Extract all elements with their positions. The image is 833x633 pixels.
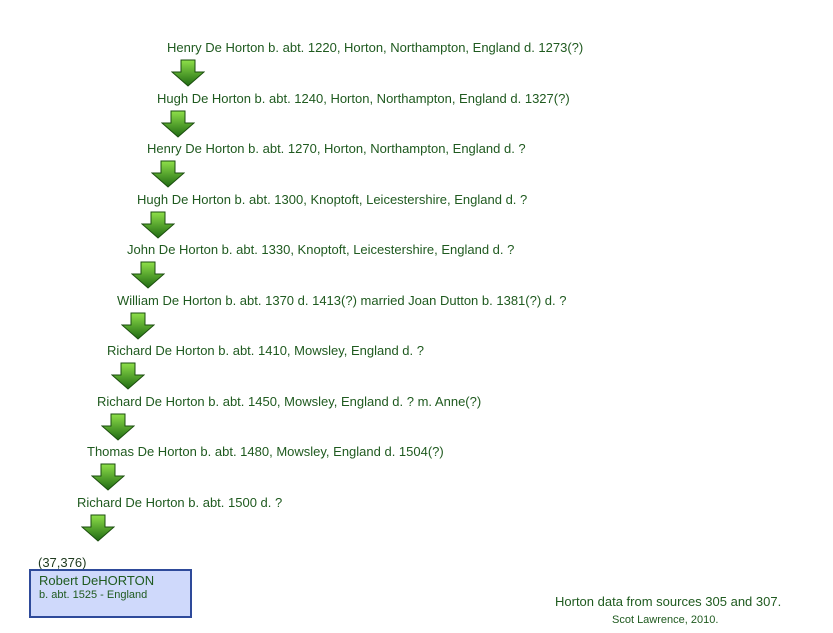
generation-label: William De Horton b. abt. 1370 d. 1413(?… — [117, 292, 567, 308]
generation-label: Richard De Horton b. abt. 1500 d. ? — [77, 494, 283, 510]
down-arrow-icon — [90, 463, 126, 491]
down-arrow-icon — [130, 261, 166, 289]
down-arrow-icon — [80, 514, 116, 542]
generation-label: Henry De Horton b. abt. 1220, Horton, No… — [167, 40, 584, 55]
down-arrow-icon — [160, 110, 196, 138]
person-name: Robert DeHORTON — [39, 573, 155, 588]
person-id: (37,376) — [38, 555, 87, 570]
generation-label: Hugh De Horton b. abt. 1300, Knoptoft, L… — [137, 191, 528, 207]
generation-label: John De Horton b. abt. 1330, Knoptoft, L… — [127, 242, 515, 257]
generation-label: Richard De Horton b. abt. 1450, Mowsley,… — [97, 393, 482, 409]
down-arrow-icon — [140, 211, 176, 239]
down-arrow-icon — [120, 312, 156, 340]
down-arrow-icon — [150, 160, 186, 188]
person-info: b. abt. 1525 - England — [39, 589, 148, 601]
credit-note: Scot Lawrence, 2010. — [612, 614, 719, 626]
down-arrow-icon — [170, 59, 206, 87]
source-note: Horton data from sources 305 and 307. — [555, 594, 782, 609]
person-box[interactable]: Robert DeHORTON b. abt. 1525 - England — [29, 569, 192, 618]
generation-label: Richard De Horton b. abt. 1410, Mowsley,… — [107, 343, 424, 358]
generation-label: Thomas De Horton b. abt. 1480, Mowsley, … — [87, 444, 444, 459]
generation-label: Hugh De Horton b. abt. 1240, Horton, Nor… — [157, 90, 570, 106]
down-arrow-icon — [110, 362, 146, 390]
generation-label: Henry De Horton b. abt. 1270, Horton, No… — [147, 141, 526, 156]
down-arrow-icon — [100, 413, 136, 441]
